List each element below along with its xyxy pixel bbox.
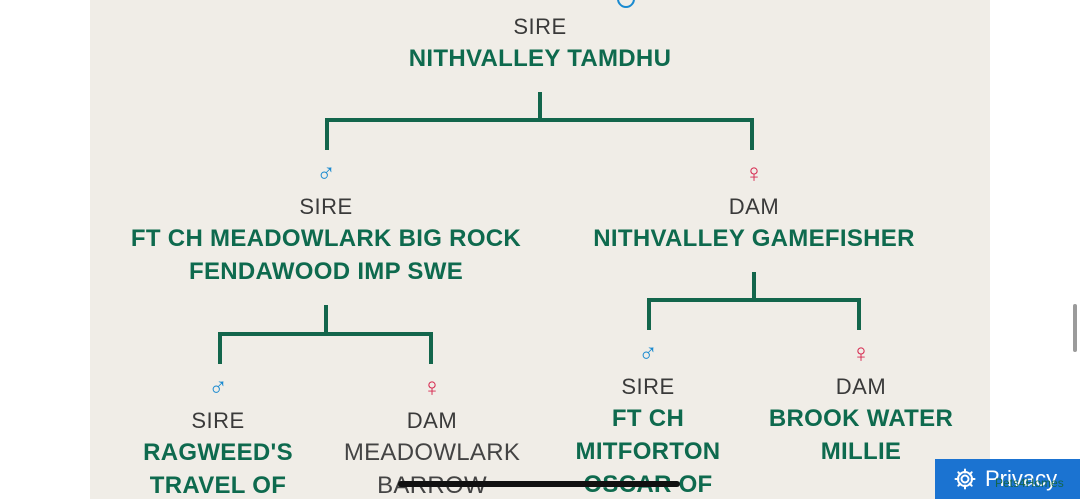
male-icon-partial <box>613 0 639 12</box>
female-icon: ♀ <box>422 372 442 402</box>
male-icon: ♂ <box>316 158 336 188</box>
root-name[interactable]: NITHVALLEY TAMDHU <box>408 45 672 72</box>
connector-sire-left <box>218 332 222 364</box>
privacy-overlay-text: Pets4Homes <box>995 476 1064 490</box>
dam-dam-node: ♀ DAM BROOK WATER MILLIE <box>760 340 962 468</box>
sire-dam-role: DAM <box>406 408 458 433</box>
female-icon: ♀ <box>744 158 764 188</box>
male-icon: ♂ <box>638 338 658 368</box>
sire-sire-name-line2[interactable]: TRAVEL OF <box>149 472 287 499</box>
root-role: SIRE <box>513 14 567 39</box>
dam-sire-name-line1[interactable]: FT CH <box>611 405 685 432</box>
root-node: SIRE NITHVALLEY TAMDHU <box>390 14 690 75</box>
connector-dam-stem <box>752 272 756 302</box>
connector-sire-right <box>429 332 433 364</box>
sire-node: ♂ SIRE FT CH MEADOWLARK BIG ROCK FENDAWO… <box>126 160 526 288</box>
gear-icon <box>954 468 976 490</box>
male-icon: ♂ <box>208 372 228 402</box>
sire-sire-node: ♂ SIRE RAGWEED'S TRAVEL OF <box>120 374 316 499</box>
connector-sire-stem <box>324 305 328 335</box>
sire-sire-name-line1[interactable]: RAGWEED'S <box>143 439 293 466</box>
dam-dam-name-line1[interactable]: BROOK WATER <box>768 405 954 432</box>
connector-root-right <box>750 118 754 150</box>
sire-name-line2[interactable]: FENDAWOOD IMP SWE <box>189 258 463 285</box>
privacy-button[interactable]: Privacy Pets4Homes <box>935 459 1080 499</box>
connector-root-bar <box>325 118 754 122</box>
connector-dam-left <box>647 298 651 330</box>
sire-dam-name-line1: MEADOWLARK <box>343 439 521 466</box>
dam-role: DAM <box>728 194 780 219</box>
home-indicator[interactable] <box>398 481 680 487</box>
pedigree-panel: SIRE NITHVALLEY TAMDHU ♂ SIRE FT CH MEAD… <box>90 0 990 499</box>
dam-node: ♀ DAM NITHVALLEY GAMEFISHER <box>578 160 930 255</box>
sire-sire-role: SIRE <box>191 408 245 433</box>
dam-dam-role: DAM <box>835 374 887 399</box>
dam-sire-node: ♂ SIRE FT CH MITFORTON OSCAR OF <box>550 340 746 499</box>
sire-name-line1[interactable]: FT CH MEADOWLARK BIG ROCK <box>130 225 522 252</box>
connector-root-left <box>325 118 329 150</box>
connector-root-stem <box>538 92 542 122</box>
privacy-label: Privacy <box>985 466 1058 491</box>
dam-sire-name-line2[interactable]: MITFORTON <box>575 438 721 465</box>
female-icon: ♀ <box>851 338 871 368</box>
connector-sire-bar <box>218 332 433 336</box>
connector-dam-right <box>857 298 861 330</box>
sire-role: SIRE <box>299 194 353 219</box>
dam-sire-role: SIRE <box>621 374 675 399</box>
dam-dam-name-line2[interactable]: MILLIE <box>820 438 902 465</box>
scrollbar[interactable] <box>1073 304 1077 352</box>
dam-name[interactable]: NITHVALLEY GAMEFISHER <box>593 225 915 252</box>
connector-dam-bar <box>647 298 861 302</box>
